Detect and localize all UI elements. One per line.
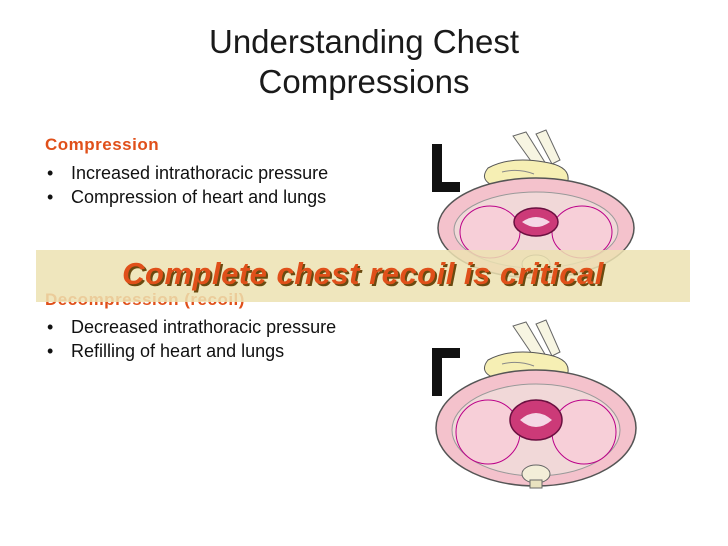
bullet-text: Compression of heart and lungs	[71, 187, 327, 207]
slide-title: Understanding Chest Compressions	[150, 22, 578, 102]
chest-cross-section-icon	[432, 129, 637, 489]
bullet-icon: •	[47, 341, 54, 361]
bullet-icon: •	[47, 187, 54, 207]
list-item: • Increased intrathoracic pressure	[45, 164, 365, 183]
bullet-text: Decreased intrathoracic pressure	[71, 317, 337, 337]
bullet-icon: •	[47, 163, 54, 183]
compression-heading: Compression	[45, 135, 160, 154]
title-line-2: Compressions	[258, 63, 470, 100]
list-item: • Compression of heart and lungs	[45, 188, 365, 207]
bullet-text: Refilling of heart and lungs	[71, 341, 285, 361]
banner-text: Complete chest recoil is critical	[122, 256, 604, 291]
bullet-text: Increased intrathoracic pressure	[71, 163, 329, 183]
compression-bullet-list: • Increased intrathoracic pressure • Com…	[45, 164, 365, 212]
list-item: • Refilling of heart and lungs	[45, 342, 365, 361]
list-item: • Decreased intrathoracic pressure	[45, 318, 365, 337]
decompression-bullet-list: • Decreased intrathoracic pressure • Ref…	[45, 318, 365, 366]
bullet-icon: •	[47, 317, 54, 337]
title-line-1: Understanding Chest	[208, 23, 520, 60]
chest-compression-illustration	[418, 128, 718, 498]
decompression-figure	[432, 319, 637, 489]
critical-banner: Complete chest recoil is critical	[36, 250, 690, 302]
